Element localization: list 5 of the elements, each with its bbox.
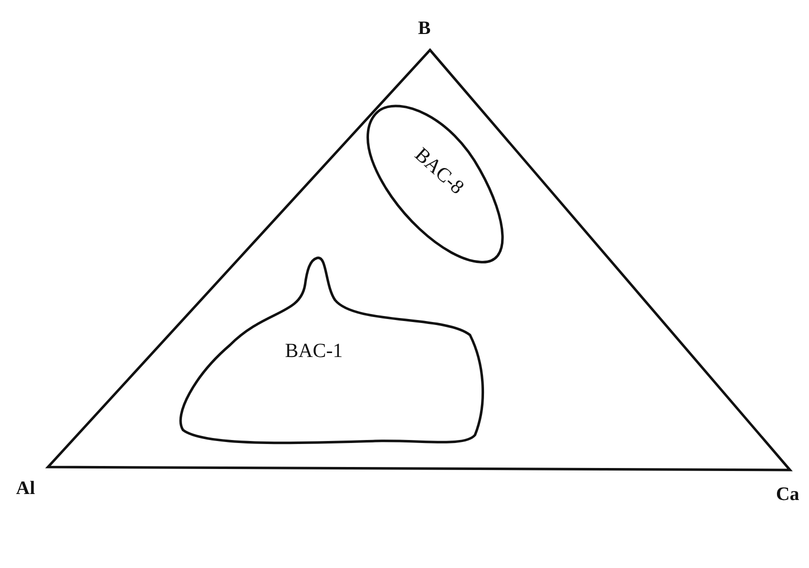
- vertex-label: Ca: [776, 484, 800, 506]
- vertex-label: B: [418, 18, 431, 40]
- ternary-triangle: [48, 50, 790, 470]
- region-label: BAC-1: [285, 340, 343, 363]
- vertex-label: Al: [16, 478, 35, 500]
